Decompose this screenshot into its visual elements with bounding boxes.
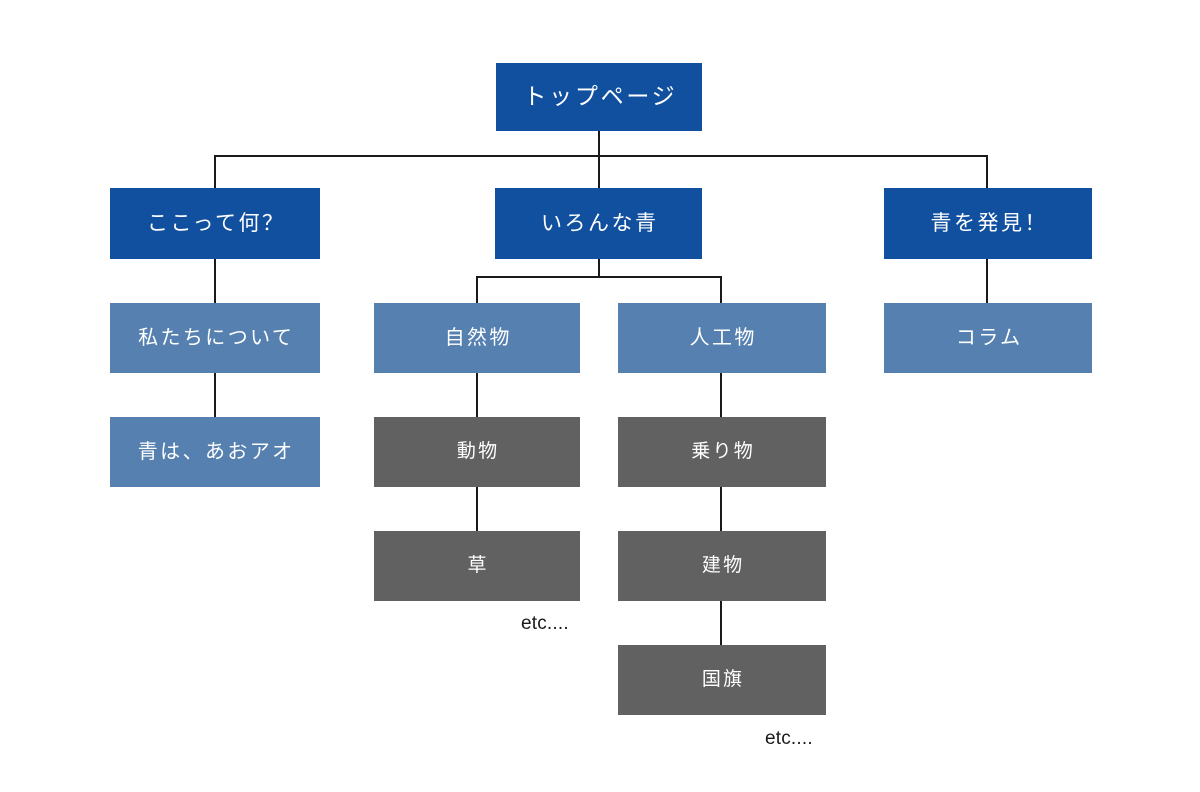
connector-root-bus — [214, 155, 986, 157]
connector-bus-to-branch-left — [214, 155, 216, 188]
connector-bus-to-branch-right — [986, 155, 988, 188]
connector-nature-1 — [476, 373, 478, 417]
connector-root-stem — [598, 131, 600, 157]
node-blue-is-ao[interactable]: 青は、あおアオ — [110, 417, 320, 487]
connector-right-1 — [986, 259, 988, 303]
node-top-page[interactable]: トップページ — [496, 63, 702, 131]
node-vehicles[interactable]: 乗り物 — [618, 417, 826, 487]
node-various-blue-section[interactable]: いろんな青 — [495, 188, 702, 259]
node-discover-blue-section[interactable]: 青を発見！ — [884, 188, 1092, 259]
etc-label-artificial: etc.... — [765, 728, 813, 749]
node-column[interactable]: コラム — [884, 303, 1092, 373]
node-about-section[interactable]: ここって何？ — [110, 188, 320, 259]
connector-artificial-1 — [720, 373, 722, 417]
connector-artificial-3 — [720, 601, 722, 645]
node-buildings[interactable]: 建物 — [618, 531, 826, 601]
node-flags[interactable]: 国旗 — [618, 645, 826, 715]
connector-center-stem — [598, 259, 600, 278]
connector-artificial-2 — [720, 487, 722, 531]
node-about-us[interactable]: 私たちについて — [110, 303, 320, 373]
connector-bus-to-branch-center — [598, 155, 600, 188]
node-grass[interactable]: 草 — [374, 531, 580, 601]
connector-center-bus-to-nature — [476, 276, 478, 303]
connector-center-bus — [476, 276, 722, 278]
connector-nature-2 — [476, 487, 478, 531]
connector-center-bus-to-artificial — [720, 276, 722, 303]
connector-left-1 — [214, 259, 216, 303]
node-natural-objects[interactable]: 自然物 — [374, 303, 580, 373]
node-artificial-objects[interactable]: 人工物 — [618, 303, 826, 373]
connector-left-2 — [214, 373, 216, 417]
etc-label-nature: etc.... — [521, 613, 569, 634]
node-animals[interactable]: 動物 — [374, 417, 580, 487]
